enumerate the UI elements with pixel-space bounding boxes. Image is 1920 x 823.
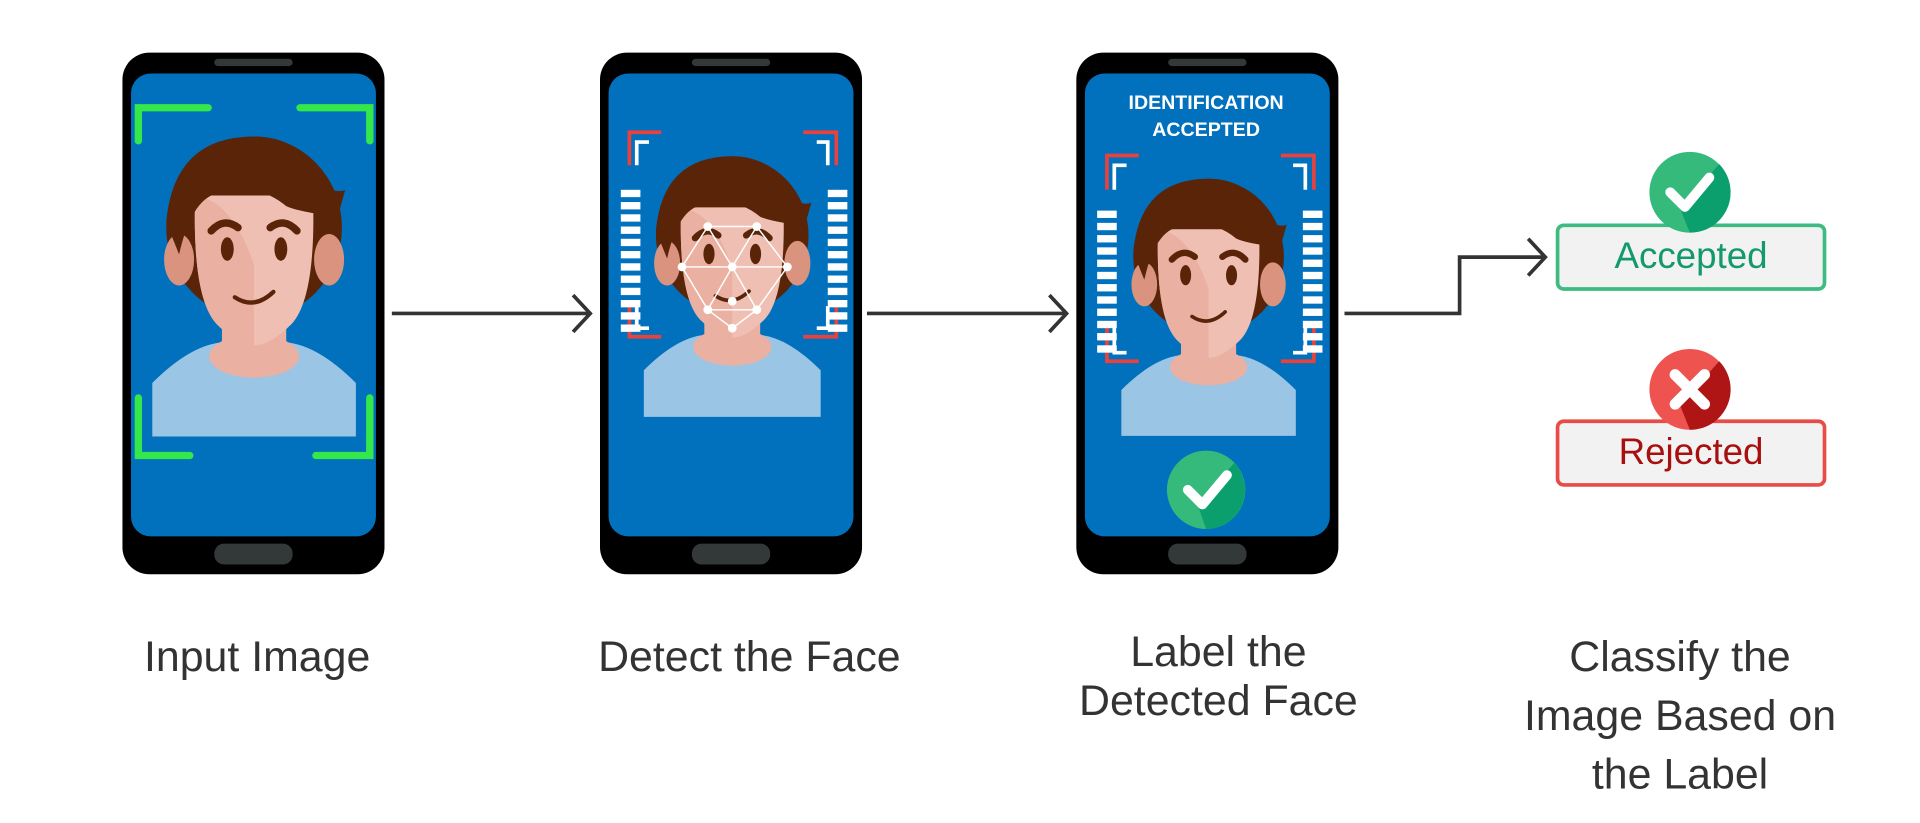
identification-title-line1: IDENTIFICATION [1129, 92, 1284, 114]
face-mesh-icon [677, 222, 792, 333]
rejected-badge: Rejected [1555, 348, 1827, 487]
accepted-badge: Accepted [1555, 151, 1827, 291]
step-label-label-face: Label the Detected Face [1079, 628, 1358, 725]
x-circle-icon [1649, 348, 1731, 430]
arrow-1 [391, 293, 593, 334]
check-circle-icon [1166, 450, 1246, 529]
check-circle-icon [1649, 151, 1731, 233]
arrow-3 [1344, 237, 1548, 316]
arrow-2 [866, 293, 1070, 334]
green-frame-corners [134, 104, 374, 460]
flow-arrows [391, 237, 1548, 334]
identification-title-line2: ACCEPTED [1152, 119, 1260, 141]
phone-input-image [122, 52, 385, 575]
phone-label-face: IDENTIFICATION ACCEPTED [1076, 52, 1339, 575]
rejected-label: Rejected [1619, 431, 1764, 472]
step-label-classify: Classify the Image Based on the Label [1523, 633, 1837, 799]
accepted-label: Accepted [1614, 235, 1767, 276]
phone-detect-face [600, 52, 863, 575]
step-label-detect-face: Detect the Face [598, 633, 901, 681]
step-label-input-image: Input Image [143, 633, 371, 681]
